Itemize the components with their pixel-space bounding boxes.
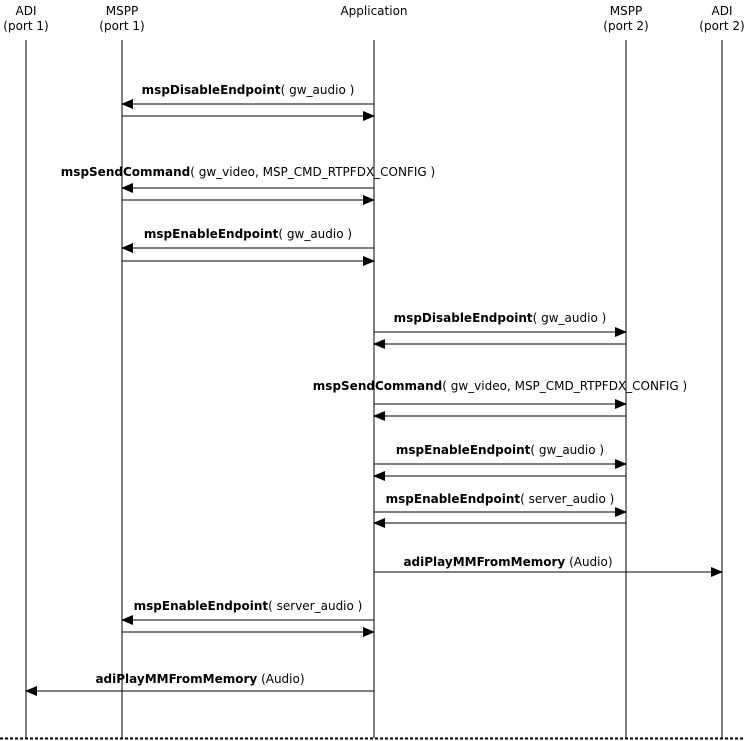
message-label: mspDisableEndpoint( gw_audio ) bbox=[394, 311, 607, 325]
message: mspEnableEndpoint( gw_audio ) bbox=[121, 227, 375, 266]
participant-port: (port 2) bbox=[699, 19, 744, 33]
function-args: ( gw_video, MSP_CMD_RTPFDX_CONFIG ) bbox=[190, 165, 435, 179]
message: mspSendCommand( gw_video, MSP_CMD_RTPFDX… bbox=[61, 165, 435, 205]
participant-port: (port 1) bbox=[3, 19, 48, 33]
function-name: mspSendCommand bbox=[313, 379, 442, 393]
message-label: mspEnableEndpoint( gw_audio ) bbox=[144, 227, 352, 241]
function-args: ( gw_audio ) bbox=[533, 311, 607, 325]
participant-mspp2: MSPP(port 2) bbox=[603, 4, 649, 738]
function-args: ( gw_audio ) bbox=[281, 83, 355, 97]
message: mspSendCommand( gw_video, MSP_CMD_RTPFDX… bbox=[313, 379, 687, 421]
participant-name: ADI bbox=[712, 4, 733, 18]
function-name: mspEnableEndpoint bbox=[144, 227, 279, 241]
participant-mspp1: MSPP(port 1) bbox=[99, 4, 145, 738]
participant-name: ADI bbox=[16, 4, 37, 18]
message: mspEnableEndpoint( gw_audio ) bbox=[373, 443, 627, 481]
function-args: ( gw_audio ) bbox=[278, 227, 352, 241]
message-label: mspSendCommand( gw_video, MSP_CMD_RTPFDX… bbox=[313, 379, 687, 393]
function-args: ( server_audio ) bbox=[268, 599, 362, 613]
participant-adi1: ADI(port 1) bbox=[3, 4, 49, 738]
message: mspEnableEndpoint( server_audio ) bbox=[121, 599, 375, 637]
function-name: adiPlayMMFromMemory bbox=[95, 672, 257, 686]
participant-name: MSPP bbox=[610, 4, 642, 18]
message-label: mspSendCommand( gw_video, MSP_CMD_RTPFDX… bbox=[61, 165, 435, 179]
message-label: mspEnableEndpoint( server_audio ) bbox=[134, 599, 363, 613]
function-name: mspSendCommand bbox=[61, 165, 190, 179]
function-name: mspEnableEndpoint bbox=[134, 599, 269, 613]
function-name: mspDisableEndpoint bbox=[142, 83, 281, 97]
function-args: (Audio) bbox=[565, 555, 612, 569]
function-args: (Audio) bbox=[257, 672, 304, 686]
message-label: adiPlayMMFromMemory (Audio) bbox=[403, 555, 612, 569]
message: adiPlayMMFromMemory (Audio) bbox=[25, 672, 374, 696]
participant-name: MSPP bbox=[106, 4, 138, 18]
participant-name: Application bbox=[340, 4, 407, 18]
function-name: adiPlayMMFromMemory bbox=[403, 555, 565, 569]
participant-port: (port 2) bbox=[603, 19, 648, 33]
function-name: mspEnableEndpoint bbox=[396, 443, 531, 457]
participant-adi2: ADI(port 2) bbox=[699, 4, 744, 738]
function-args: ( server_audio ) bbox=[520, 492, 614, 506]
function-name: mspDisableEndpoint bbox=[394, 311, 533, 325]
message-label: mspEnableEndpoint( server_audio ) bbox=[386, 492, 615, 506]
message-label: mspEnableEndpoint( gw_audio ) bbox=[396, 443, 604, 457]
message: mspDisableEndpoint( gw_audio ) bbox=[373, 311, 627, 349]
message-label: mspDisableEndpoint( gw_audio ) bbox=[142, 83, 355, 97]
message: mspEnableEndpoint( server_audio ) bbox=[373, 492, 627, 528]
participant-app: Application bbox=[340, 4, 408, 738]
message: adiPlayMMFromMemory (Audio) bbox=[374, 555, 723, 577]
participant-port: (port 1) bbox=[99, 19, 144, 33]
message: mspDisableEndpoint( gw_audio ) bbox=[121, 83, 375, 121]
function-args: ( gw_video, MSP_CMD_RTPFDX_CONFIG ) bbox=[442, 379, 687, 393]
function-args: ( gw_audio ) bbox=[530, 443, 604, 457]
message-label: adiPlayMMFromMemory (Audio) bbox=[95, 672, 304, 686]
function-name: mspEnableEndpoint bbox=[386, 492, 521, 506]
